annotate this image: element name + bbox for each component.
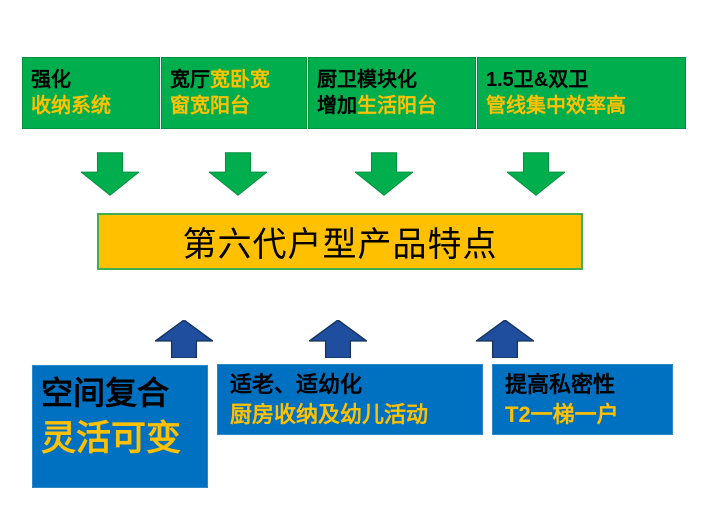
feature-box-line: 窗宽阳台: [170, 93, 302, 119]
feature-text: 宽卧宽: [210, 69, 270, 91]
feature-text: 窗宽阳台: [170, 95, 250, 117]
feature-text: 厨卫模块化: [317, 69, 417, 91]
title-box: 第六代户型产品特点: [97, 213, 583, 270]
feature-box-bottom-2: 适老、适幼化 厨房收纳及幼儿活动: [217, 364, 483, 435]
feature-box-line: 强化: [31, 67, 155, 93]
feature-text: 宽厅: [170, 69, 210, 91]
block-arrow-down-icon: [507, 152, 565, 196]
feature-text: 管线集中效率高: [486, 95, 626, 117]
feature-box-line: 厨卫模块化: [317, 67, 471, 93]
feature-text: 空间复合: [41, 375, 170, 411]
page-title: 第六代户型产品特点: [182, 226, 498, 264]
feature-box-bottom-3: 提高私密性 T2一梯一户: [492, 364, 673, 435]
feature-box-line: 收纳系统: [31, 93, 155, 119]
feature-box-top-2: 宽厅宽卧宽 窗宽阳台: [161, 57, 307, 129]
feature-box-line: T2一梯一户: [505, 400, 660, 430]
feature-text: 厨房收纳及幼儿活动: [230, 401, 429, 427]
block-arrow-down-icon: [209, 152, 267, 196]
feature-text: 生活阳台: [357, 95, 437, 117]
feature-text: 收纳系统: [31, 95, 111, 117]
feature-box-line: 增加生活阳台: [317, 93, 471, 119]
feature-text: 1.5卫&双卫: [486, 69, 589, 91]
block-arrow-down-icon: [81, 152, 139, 196]
feature-box-top-1: 强化 收纳系统: [22, 57, 160, 129]
feature-box-line: 灵活可变: [41, 415, 199, 462]
feature-box-line: 提高私密性: [505, 370, 660, 400]
feature-text: 增加: [317, 95, 357, 117]
block-arrow-up-icon: [309, 320, 367, 358]
feature-box-line: 适老、适幼化: [230, 370, 470, 400]
feature-text: 灵活可变: [41, 419, 182, 459]
feature-text: 适老、适幼化: [230, 371, 363, 397]
feature-text: 强化: [31, 69, 71, 91]
block-arrow-up-icon: [155, 320, 213, 358]
block-arrow-down-icon: [355, 152, 413, 196]
feature-box-top-3: 厨卫模块化 增加生活阳台: [308, 57, 476, 129]
feature-box-line: 1.5卫&双卫: [486, 67, 681, 93]
feature-text: T2一梯一户: [505, 401, 619, 427]
feature-text: 提高私密性: [505, 371, 616, 397]
feature-box-top-4: 1.5卫&双卫 管线集中效率高: [477, 57, 686, 129]
feature-box-line: 厨房收纳及幼儿活动: [230, 400, 470, 430]
feature-box-line: 管线集中效率高: [486, 93, 681, 119]
block-arrow-up-icon: [476, 320, 534, 358]
feature-box-line: 宽厅宽卧宽: [170, 67, 302, 93]
feature-box-line: 空间复合: [41, 372, 199, 415]
feature-box-bottom-1: 空间复合 灵活可变: [32, 365, 208, 488]
